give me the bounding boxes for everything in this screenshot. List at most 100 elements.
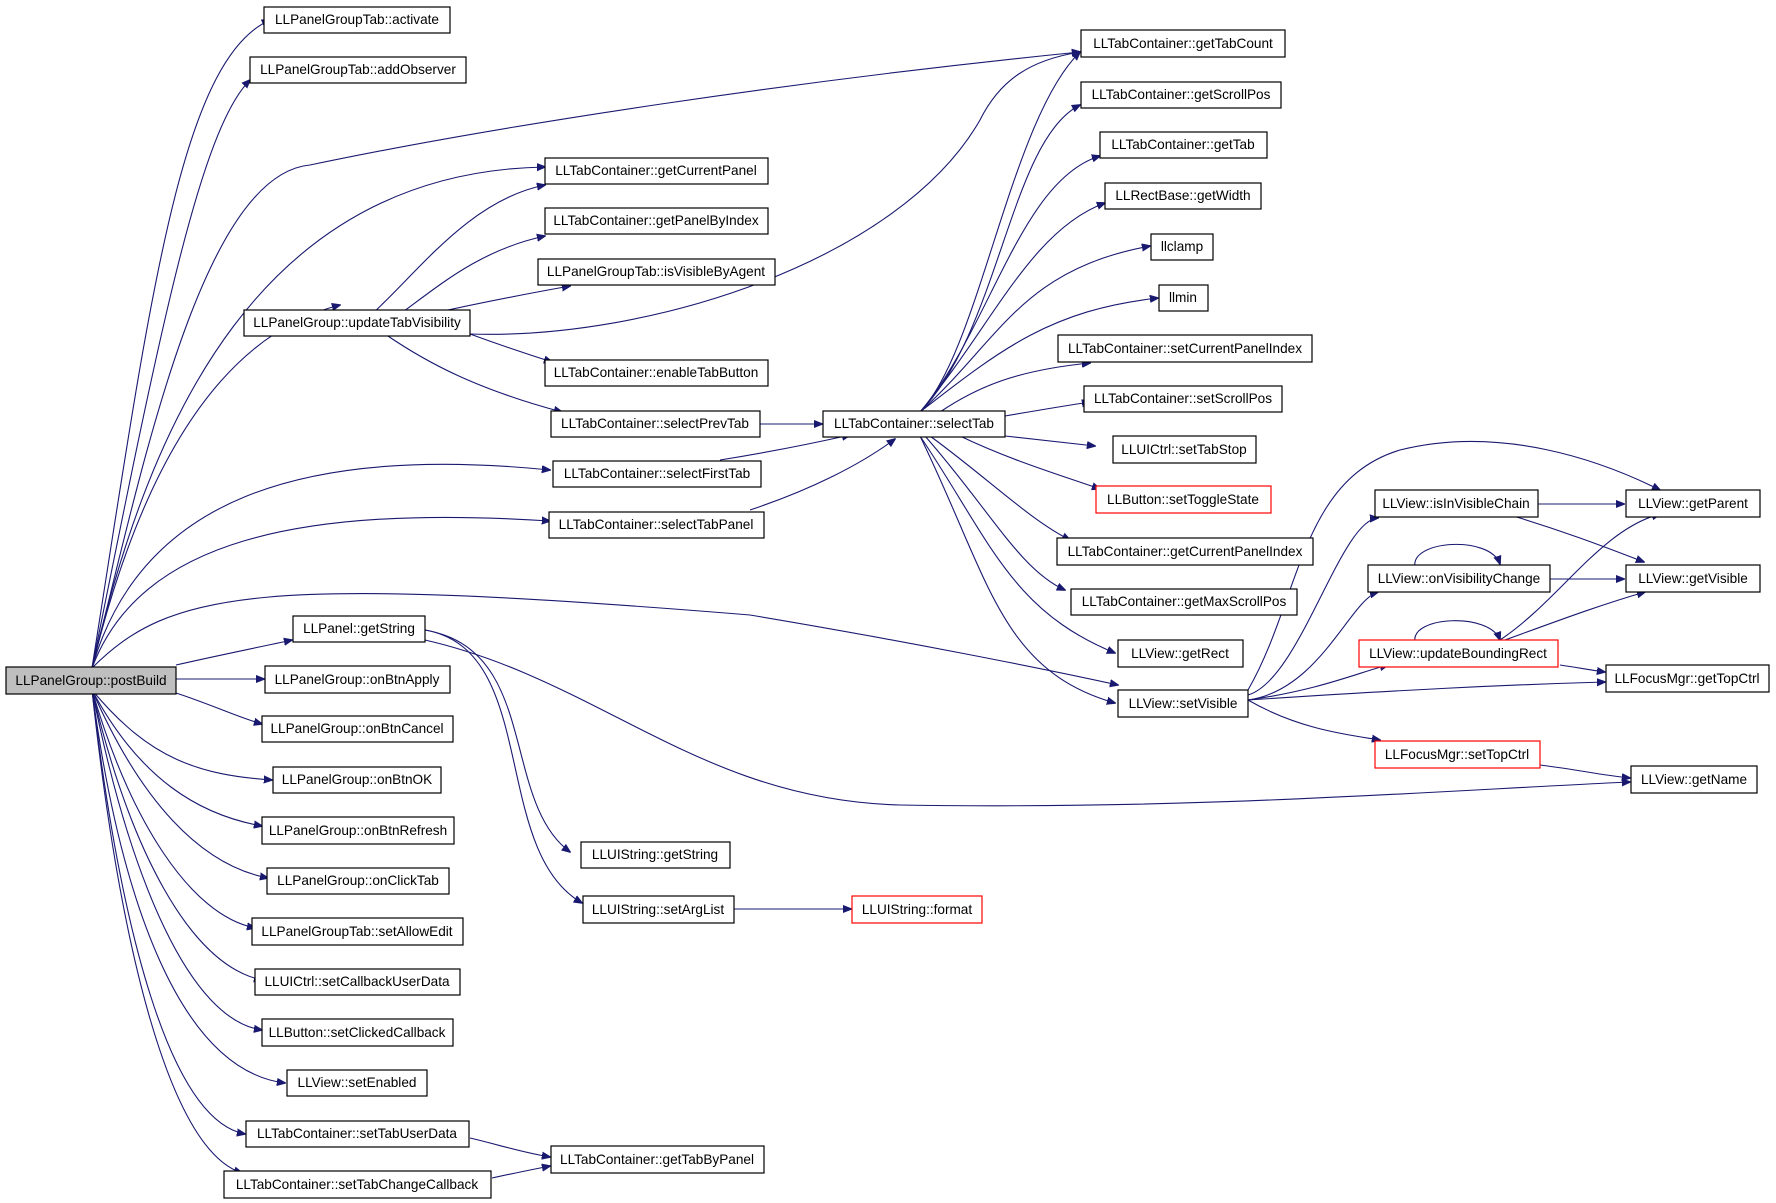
node-label: LLPanel::getString — [303, 621, 415, 636]
edge — [749, 439, 895, 511]
node-onBtnOK[interactable]: LLPanelGroup::onBtnOK — [272, 766, 442, 794]
edge — [424, 629, 582, 903]
node-label: LLView::isInVisibleChain — [1382, 496, 1529, 511]
node-selectPrevTab[interactable]: LLTabContainer::selectPrevTab — [550, 410, 761, 438]
node-selectFirstTab[interactable]: LLTabContainer::selectFirstTab — [552, 460, 762, 488]
edge — [91, 689, 262, 980]
edge — [469, 333, 552, 362]
node-label: LLPanelGroup::onBtnApply — [275, 672, 440, 687]
node-label: LLPanelGroup::postBuild — [15, 673, 166, 688]
node-getRect[interactable]: LLView::getRect — [1117, 639, 1244, 668]
node-isInVisibleChain[interactable]: LLView::isInVisibleChain — [1374, 489, 1539, 518]
node-setToggleState[interactable]: LLButton::setToggleState — [1095, 485, 1272, 514]
edge — [919, 52, 1080, 413]
node-getPanelByIndex[interactable]: LLTabContainer::getPanelByIndex — [544, 207, 769, 235]
node-onBtnRefresh[interactable]: LLPanelGroup::onBtnRefresh — [261, 816, 455, 845]
edge — [919, 203, 1105, 413]
node-getParent[interactable]: LLView::getParent — [1625, 489, 1761, 518]
node-label: LLUICtrl::setCallbackUserData — [264, 974, 450, 989]
node-setCallbackUserData[interactable]: LLUICtrl::setCallbackUserData — [254, 968, 461, 996]
edge — [1509, 514, 1644, 562]
node-label: LLView::getVisible — [1638, 571, 1748, 586]
node-setAllowEdit[interactable]: LLPanelGroupTab::setAllowEdit — [251, 917, 464, 946]
node-getString[interactable]: LLPanel::getString — [292, 615, 426, 643]
node-setClickedCallback[interactable]: LLButton::setClickedCallback — [261, 1018, 454, 1047]
node-label: LLView::getParent — [1638, 496, 1748, 511]
edge — [91, 689, 255, 928]
edge — [91, 52, 1080, 669]
node-label: LLTabContainer::getTabByPanel — [560, 1152, 754, 1167]
node-updateTabVisibility[interactable]: LLPanelGroup::updateTabVisibility — [243, 309, 471, 337]
node-label: LLPanelGroup::onClickTab — [277, 873, 439, 888]
node-getMaxScrollPos[interactable]: LLTabContainer::getMaxScrollPos — [1070, 588, 1298, 616]
node-format[interactable]: LLUIString::format — [851, 895, 983, 924]
node-onBtnCancel[interactable]: LLPanelGroup::onBtnCancel — [261, 715, 454, 743]
node-setEnabled[interactable]: LLView::setEnabled — [286, 1069, 428, 1097]
node-getTabCount[interactable]: LLTabContainer::getTabCount — [1080, 29, 1286, 58]
edge — [1247, 518, 1378, 696]
node-label: LLView::onVisibilityChange — [1378, 571, 1540, 586]
edge — [91, 80, 250, 669]
node-getName[interactable]: LLView::getName — [1630, 765, 1758, 794]
node-setTabChangeCallback[interactable]: LLTabContainer::setTabChangeCallback — [223, 1170, 492, 1199]
node-getVisible[interactable]: LLView::getVisible — [1625, 564, 1761, 593]
node-label: LLView::updateBoundingRect — [1369, 646, 1547, 661]
node-label: LLUIString::format — [862, 902, 973, 917]
edge — [91, 593, 1118, 685]
node-label: LLUIString::getString — [592, 847, 718, 862]
edge — [1004, 435, 1095, 446]
node-updateBoundingRect[interactable]: LLView::updateBoundingRect — [1358, 639, 1559, 668]
node-getTab[interactable]: LLTabContainer::getTab — [1099, 131, 1268, 159]
node-enableTabButton[interactable]: LLTabContainer::enableTabButton — [544, 359, 769, 387]
node-getWidth[interactable]: LLRectBase::getWidth — [1104, 182, 1262, 210]
edge — [919, 246, 1150, 413]
node-setTopCtrl[interactable]: LLFocusMgr::setTopCtrl — [1374, 740, 1541, 769]
edge — [371, 185, 545, 315]
edge — [91, 689, 242, 1173]
edge — [384, 333, 562, 412]
node-llmin[interactable]: llmin — [1158, 284, 1209, 312]
edge — [1247, 699, 1380, 740]
node-setTabUserData[interactable]: LLTabContainer::setTabUserData — [245, 1120, 470, 1148]
edge — [469, 52, 1080, 335]
node-getTopCtrl[interactable]: LLFocusMgr::getTopCtrl — [1605, 664, 1770, 693]
node-setScrollPos[interactable]: LLTabContainer::setScrollPos — [1083, 385, 1283, 413]
edge — [491, 1166, 550, 1179]
edge — [919, 435, 1115, 653]
node-onVisibilityChange[interactable]: LLView::onVisibilityChange — [1367, 564, 1551, 593]
edge — [1414, 543, 1500, 568]
edge — [919, 435, 1115, 703]
node-label: LLView::getRect — [1131, 646, 1229, 661]
node-llclamp[interactable]: llclamp — [1150, 233, 1214, 261]
edge — [1539, 764, 1630, 778]
node-getCurrentPanelIndex[interactable]: LLTabContainer::getCurrentPanelIndex — [1056, 537, 1314, 566]
edges — [91, 20, 1660, 1179]
node-setCurrentPanelIndex[interactable]: LLTabContainer::setCurrentPanelIndex — [1057, 334, 1313, 363]
edge — [91, 689, 285, 1083]
node-root[interactable]: LLPanelGroup::postBuild — [5, 666, 177, 695]
node-label: LLPanelGroupTab::setAllowEdit — [261, 924, 452, 939]
node-label: LLTabContainer::setTabUserData — [257, 1126, 457, 1141]
node-uiGetString[interactable]: LLUIString::getString — [580, 841, 731, 869]
node-onClickTab[interactable]: LLPanelGroup::onClickTab — [266, 867, 450, 895]
node-getTabByPanel[interactable]: LLTabContainer::getTabByPanel — [550, 1145, 765, 1174]
node-label: LLTabContainer::setScrollPos — [1094, 391, 1272, 406]
node-isVisibleByAgent[interactable]: LLPanelGroupTab::isVisibleByAgent — [537, 258, 776, 286]
node-label: LLTabContainer::getPanelByIndex — [553, 213, 759, 228]
node-selectTab[interactable]: LLTabContainer::selectTab — [822, 410, 1006, 438]
node-addObserver[interactable]: LLPanelGroupTab::addObserver — [249, 56, 467, 84]
node-getScrollPos[interactable]: LLTabContainer::getScrollPos — [1080, 81, 1282, 109]
node-selectTabPanel[interactable]: LLTabContainer::selectTabPanel — [548, 511, 765, 539]
edge — [424, 639, 1630, 807]
node-setTabStop[interactable]: LLUICtrl::setTabStop — [1112, 435, 1257, 464]
node-setArgList[interactable]: LLUIString::setArgList — [582, 895, 735, 924]
node-onBtnApply[interactable]: LLPanelGroup::onBtnApply — [264, 665, 451, 694]
node-getCurrentPanel[interactable]: LLTabContainer::getCurrentPanel — [544, 157, 769, 185]
node-label: LLTabContainer::getTab — [1111, 137, 1254, 152]
edge — [1247, 665, 1388, 701]
node-setVisible[interactable]: LLView::setVisible — [1117, 689, 1249, 718]
node-activate[interactable]: LLPanelGroupTab::activate — [263, 6, 451, 34]
edge — [919, 298, 1158, 413]
node-label: LLUICtrl::setTabStop — [1121, 442, 1246, 457]
node-label: LLTabContainer::getMaxScrollPos — [1082, 594, 1287, 609]
